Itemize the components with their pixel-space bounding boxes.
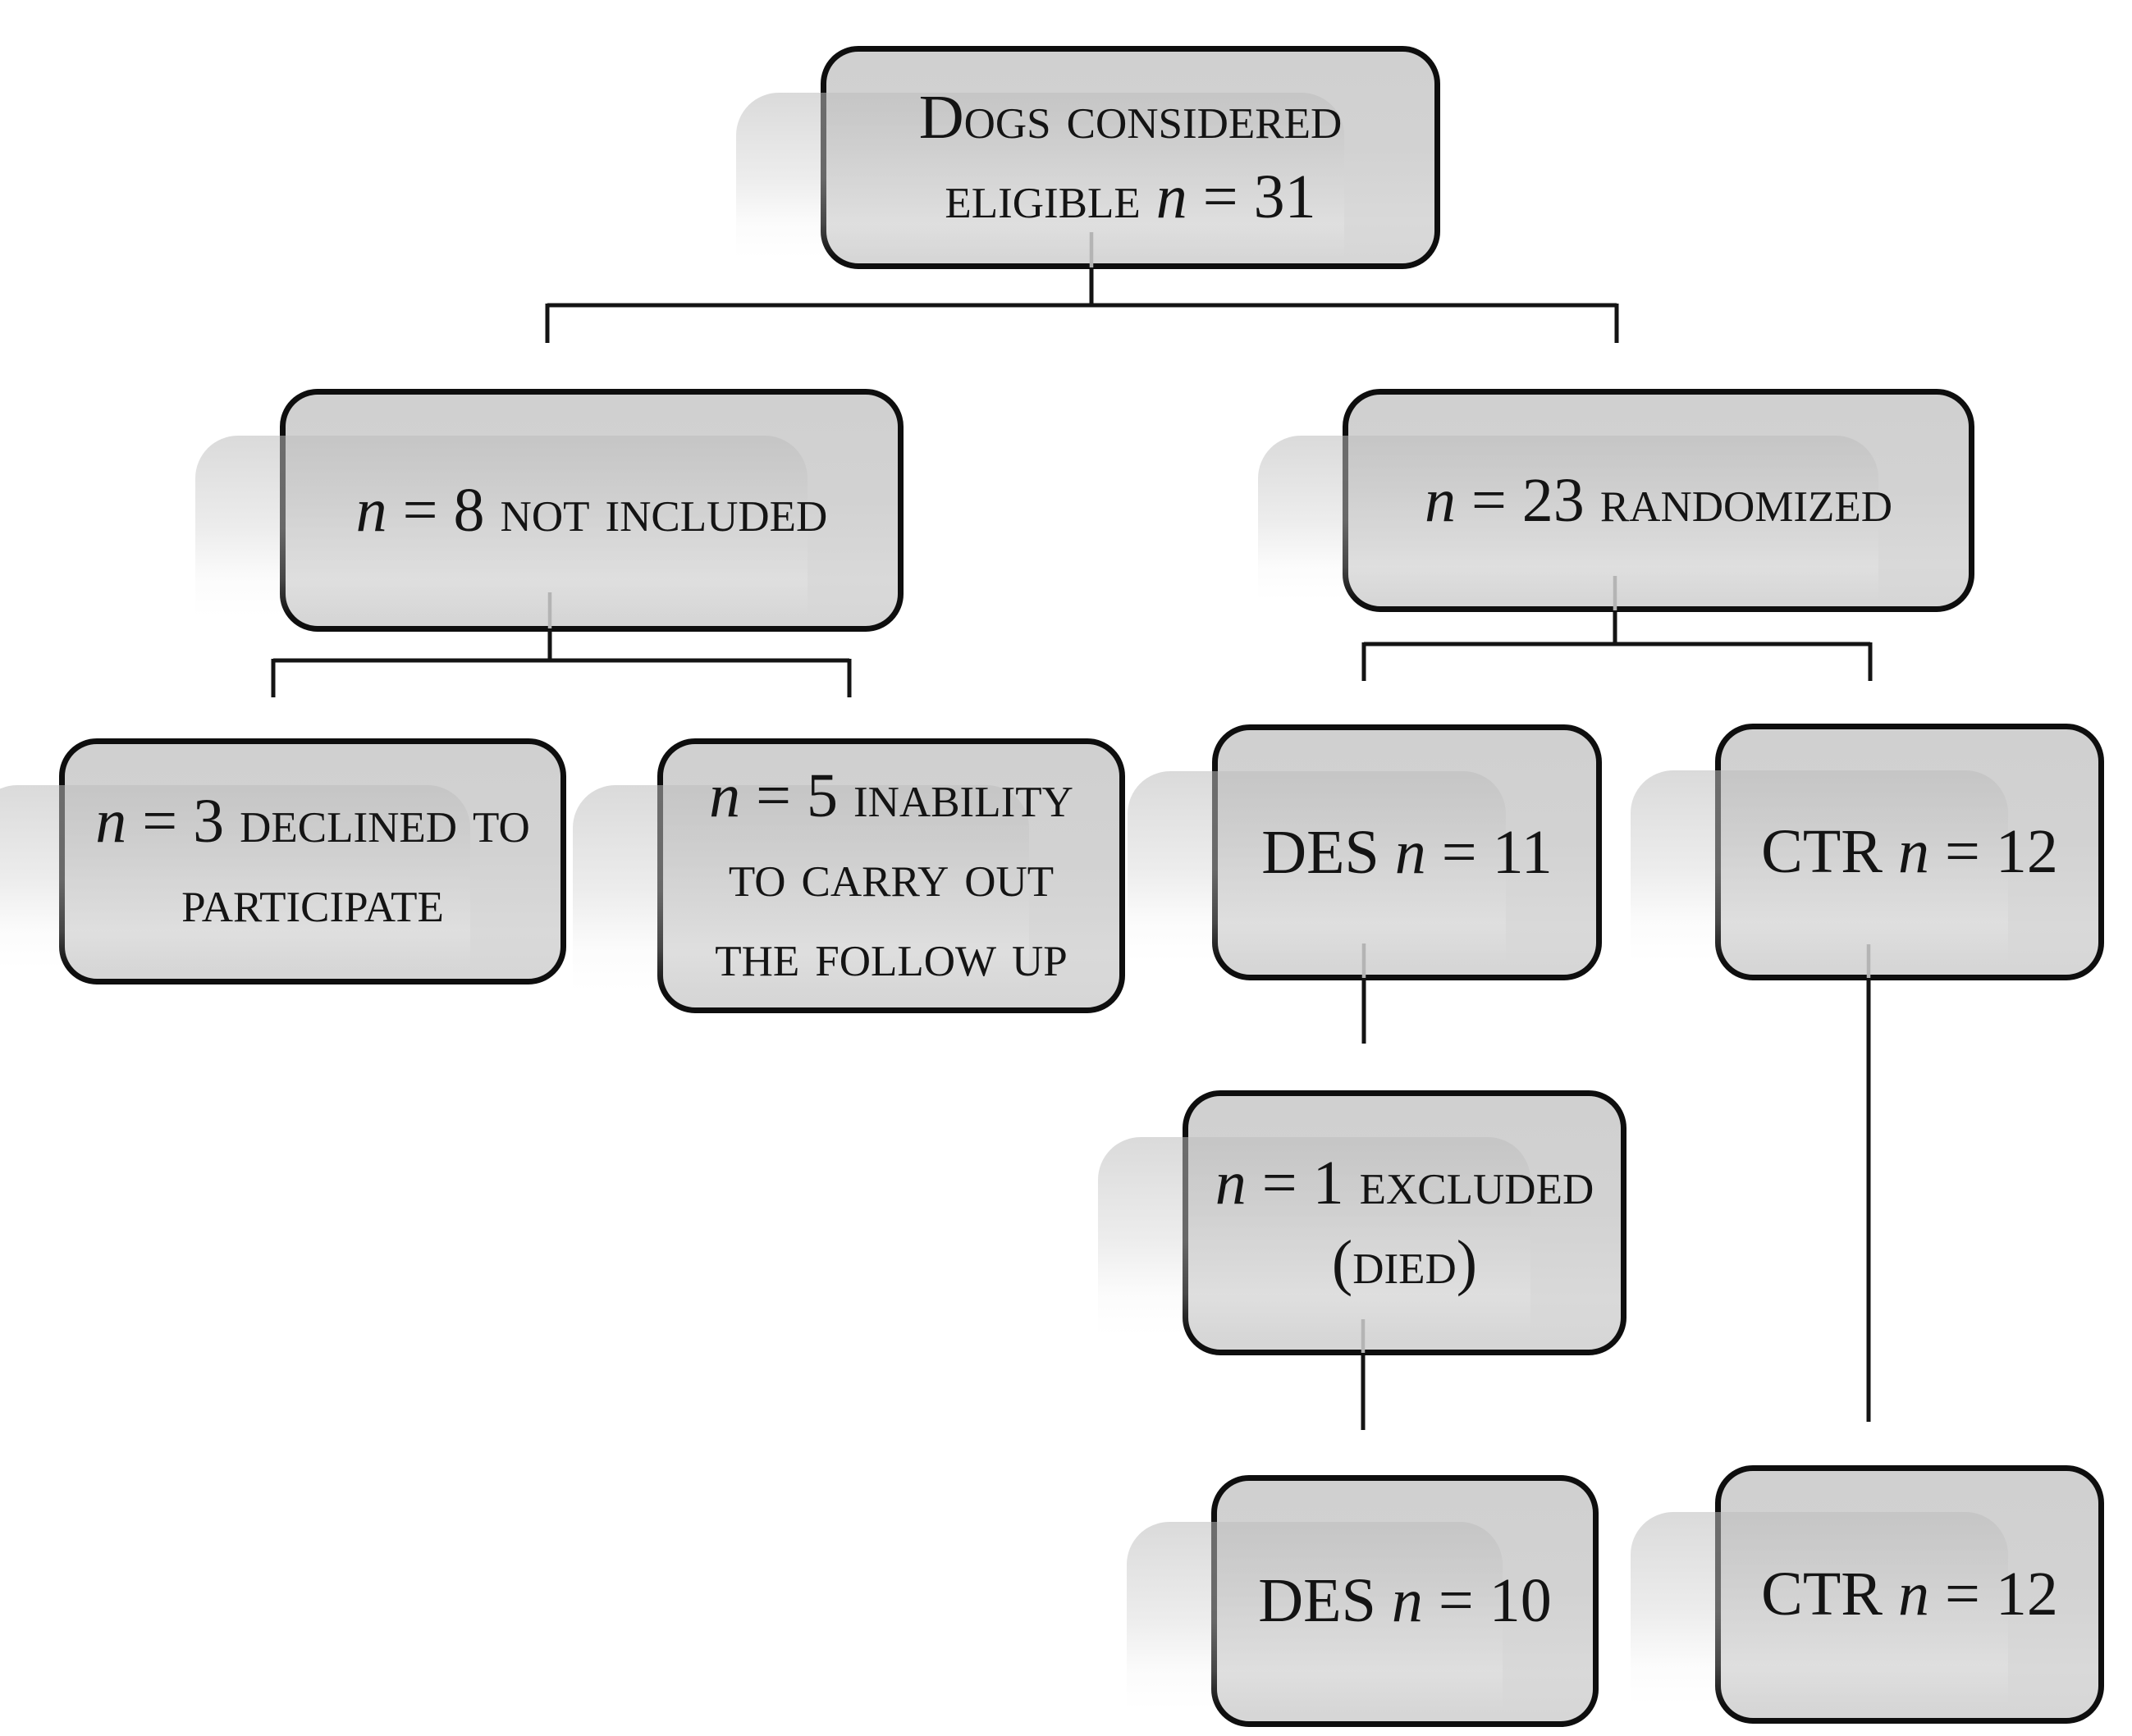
text-segment: = 10 [1422, 1566, 1552, 1635]
text-segment: = 1 [1246, 1148, 1360, 1217]
text-segment: = 12 [1928, 817, 2058, 886]
text-segment: n [1897, 817, 1929, 886]
text-segment: inability [853, 761, 1073, 830]
text-line: the follow up [715, 916, 1068, 995]
text-line: (died) [1332, 1223, 1477, 1303]
text-line: eligible n = 31 [945, 158, 1315, 237]
node-not-included: n = 8 not included [195, 389, 904, 667]
text-segment: DES [1261, 817, 1395, 887]
text-segment: excluded [1359, 1148, 1594, 1217]
text-line: participate [181, 861, 444, 941]
text-line: DES n = 11 [1261, 813, 1553, 893]
text-segment: not included [500, 475, 828, 545]
text-segment: n [709, 761, 741, 830]
node-ctr-12-final: CTR n = 12 [1631, 1465, 2104, 1736]
text-segment: = 12 [1928, 1560, 2058, 1629]
text-segment: n [355, 475, 387, 545]
text-segment: declined to [240, 787, 530, 856]
node-des-10-final: DES n = 10 [1127, 1475, 1599, 1736]
text-segment: = 11 [1425, 817, 1553, 887]
text-segment: the follow up [715, 921, 1068, 989]
text-segment: DES [1258, 1566, 1392, 1635]
node-ctr-12-randomized: CTR n = 12 [1631, 724, 2104, 1016]
text-line: to carry out [729, 836, 1054, 916]
text-line: n = 8 not included [356, 471, 828, 550]
text-line: CTR n = 12 [1761, 812, 2058, 892]
text-segment: CTR [1761, 1560, 1898, 1629]
text-line: DES n = 10 [1258, 1561, 1551, 1641]
text-segment: = 31 [1187, 162, 1316, 231]
text-line: Dogs considered [919, 78, 1343, 158]
text-segment: n [95, 787, 127, 856]
text-segment: to carry out [728, 841, 1055, 910]
text-line: n = 23 randomized [1425, 461, 1892, 541]
text-segment: = 3 [126, 787, 240, 856]
text-segment: n [1391, 1566, 1423, 1635]
text-segment: n [1155, 162, 1187, 231]
node-des-11: DES n = 11 [1128, 724, 1602, 1016]
text-segment: = 5 [740, 761, 853, 830]
text-line: n = 3 declined to [95, 782, 530, 861]
text-segment: n [1897, 1560, 1929, 1629]
text-segment: participate [181, 866, 444, 935]
node-excluded-died: n = 1 excluded(died) [1098, 1090, 1626, 1391]
text-segment: n [1424, 465, 1456, 535]
text-segment: CTR [1761, 817, 1898, 886]
text-segment: = 23 [1455, 465, 1600, 535]
text-segment: Dogs considered [918, 83, 1343, 152]
text-line: n = 1 excluded [1215, 1144, 1594, 1223]
text-segment: n [1394, 817, 1426, 887]
text-line: n = 5 inability [709, 756, 1073, 836]
text-segment: randomized [1599, 465, 1893, 535]
node-randomized: n = 23 randomized [1258, 389, 1974, 647]
text-line: CTR n = 12 [1761, 1555, 2058, 1634]
text-segment: = 8 [387, 475, 501, 545]
text-segment: eligible [945, 162, 1156, 231]
text-segment: n [1215, 1148, 1247, 1217]
text-segment: (died) [1331, 1227, 1478, 1297]
